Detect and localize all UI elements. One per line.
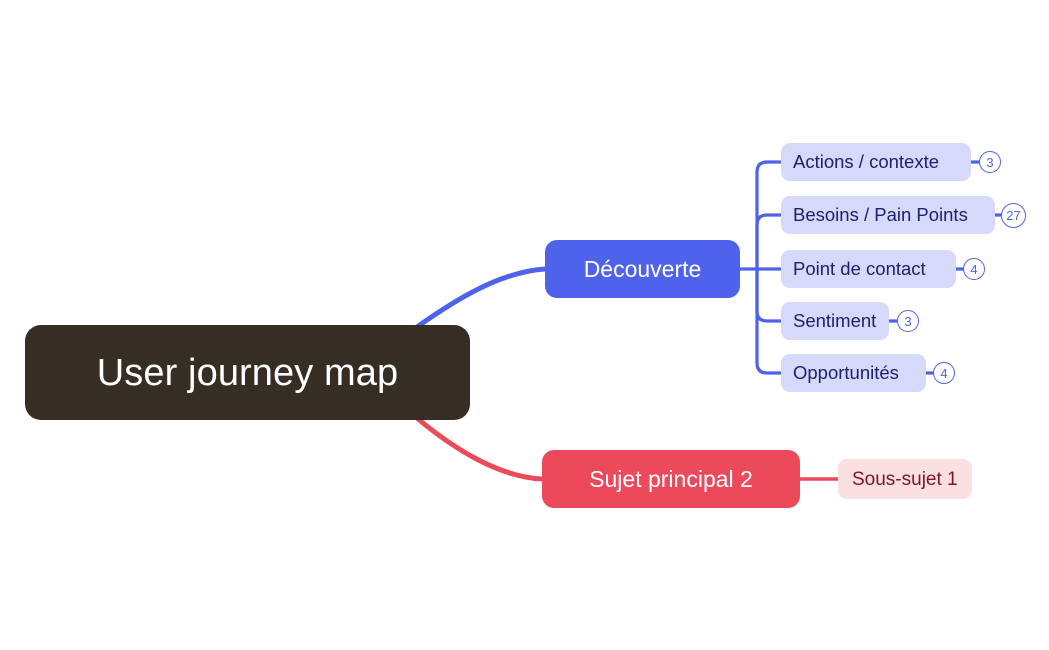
topic-node-decouverte[interactable]: Découverte	[545, 240, 740, 298]
count-badge-actions-contexte-value: 3	[986, 154, 994, 170]
edge-bracket-child-2	[755, 213, 783, 271]
count-badge-opportunites-value: 4	[940, 365, 948, 381]
subtopic-node-besoins-pain-points[interactable]: Besoins / Pain Points	[781, 196, 995, 234]
count-badge-point-de-contact-value: 4	[970, 261, 978, 277]
subtopic-node-besoins-pain-points-label: Besoins / Pain Points	[793, 203, 968, 225]
subtopic-node-sentiment-label: Sentiment	[793, 309, 877, 331]
subtopic-node-sentiment[interactable]: Sentiment	[781, 302, 889, 340]
subtopic-node-sous-sujet-1[interactable]: Sous-sujet 1	[838, 459, 972, 499]
subtopic-node-opportunites[interactable]: Opportunités	[781, 354, 926, 392]
edge-bracket-child-4	[755, 267, 783, 323]
count-badge-point-de-contact[interactable]: 4	[963, 258, 985, 280]
edge-root-to-sujet2	[414, 415, 545, 482]
edge-bracket-child-5	[755, 267, 783, 375]
subtopic-node-point-de-contact-label: Point de contact	[793, 257, 926, 279]
topic-node-decouverte-label: Découverte	[583, 255, 702, 282]
topic-node-sujet-principal-2-label: Sujet principal 2	[589, 465, 753, 492]
subtopic-node-point-de-contact[interactable]: Point de contact	[781, 250, 956, 288]
topic-node-sujet-principal-2[interactable]: Sujet principal 2	[542, 450, 800, 508]
edge-root-to-decouverte	[414, 266, 548, 330]
count-badge-sentiment-value: 3	[904, 313, 912, 329]
count-badge-actions-contexte[interactable]: 3	[979, 151, 1001, 173]
count-badge-sentiment[interactable]: 3	[897, 310, 919, 332]
subtopic-node-sous-sujet-1-label: Sous-sujet 1	[852, 468, 958, 490]
subtopic-node-opportunites-label: Opportunités	[793, 361, 899, 383]
count-badge-opportunites[interactable]: 4	[933, 362, 955, 384]
edge-bracket-child-1	[755, 160, 783, 271]
subtopic-node-actions-contexte-label: Actions / contexte	[793, 150, 940, 172]
count-badge-besoins-pain-points[interactable]: 27	[1001, 203, 1026, 228]
root-node-label: User journey map	[96, 351, 399, 394]
subtopic-node-actions-contexte[interactable]: Actions / contexte	[781, 143, 971, 181]
count-badge-besoins-pain-points-value: 27	[1006, 208, 1021, 223]
root-node[interactable]: User journey map	[25, 325, 470, 420]
